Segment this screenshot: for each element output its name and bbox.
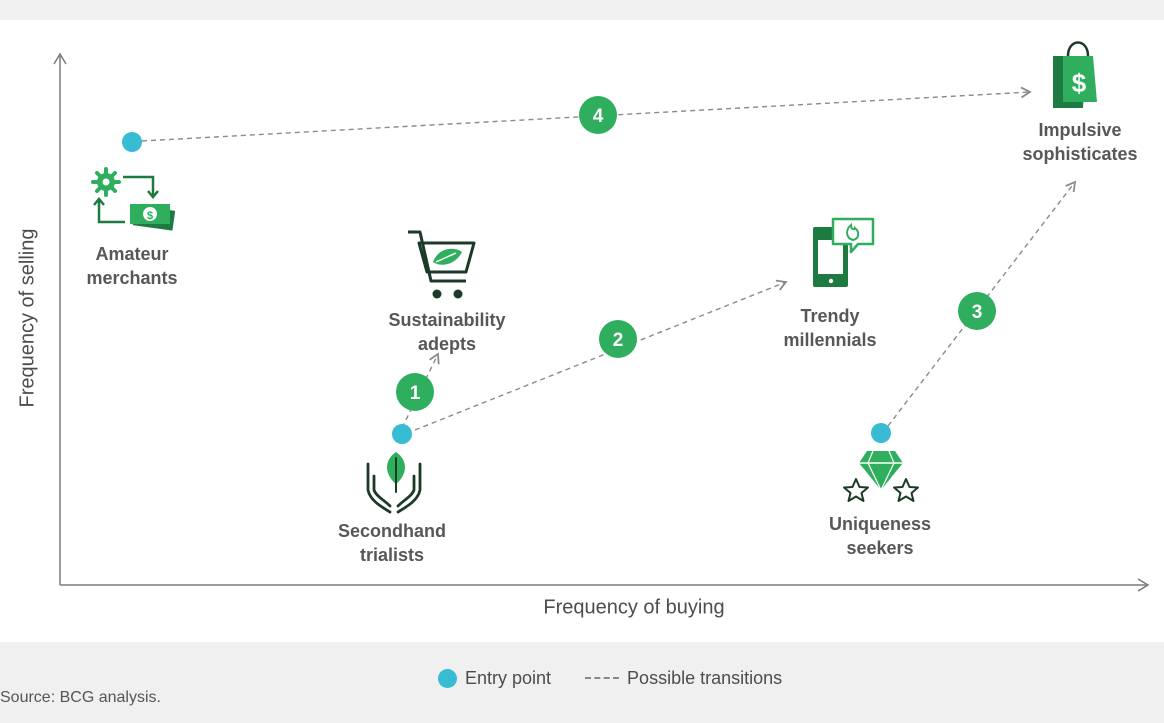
transition-badge-1: 1 [396, 373, 434, 411]
transition-number-4: 4 [593, 106, 604, 127]
transition-number-1: 1 [410, 383, 421, 404]
transition-number-3: 3 [972, 302, 983, 323]
transition-number-2: 2 [613, 330, 624, 351]
transition-line-1 [401, 352, 440, 429]
segment-label-uniqueness-seekers: Uniqueness seekers [828, 514, 932, 558]
x-axis-label: Frequency of buying [543, 596, 725, 619]
segment-label-amateur-merchants: Amateur merchants [86, 244, 178, 288]
hands-leaf-icon [366, 452, 422, 514]
source-note: Source: BCG analysis. [0, 689, 161, 706]
money-cycle-icon: $ [91, 167, 176, 231]
axes [53, 52, 1150, 592]
svg-text:$: $ [1072, 68, 1087, 98]
segment-label-sustainability-adepts: Sustainability adepts [388, 310, 506, 354]
segment-label-secondhand-trialists: Secondhand trialists [337, 521, 446, 565]
smartphone-flame-icon [813, 217, 875, 287]
x-axis-arrow [1137, 578, 1150, 592]
transition-badges: 1 2 3 4 [396, 96, 996, 411]
entry-point-secondhand-trialists [392, 424, 412, 444]
shopping-bag-dollar-icon: $ [1053, 41, 1097, 108]
legend-possible-transitions: Possible transitions [627, 667, 783, 688]
entry-points [122, 132, 891, 444]
y-axis-arrow [53, 52, 67, 65]
transition-lines [141, 86, 1077, 431]
entry-point-amateur-merchants [122, 132, 142, 152]
entry-point-uniqueness-seekers [871, 423, 891, 443]
legend-entry-point: Entry point [465, 667, 552, 688]
transition-badge-3: 3 [958, 292, 996, 330]
shopping-cart-leaf-icon [408, 230, 476, 299]
transition-badge-2: 2 [599, 320, 637, 358]
legend: Entry point Possible transitions [438, 666, 782, 690]
diamond-stars-icon [843, 450, 919, 502]
svg-text:$: $ [147, 210, 153, 222]
transition-line-2 [414, 279, 788, 431]
y-axis-label: Frequency of selling [16, 228, 39, 408]
transition-legend-dash [585, 677, 620, 679]
segment-label-impulsive-sophisticates: Impulsive sophisticates [1022, 120, 1138, 164]
transition-badge-4: 4 [579, 96, 617, 134]
entry-point-legend-dot [438, 668, 457, 688]
segment-label-trendy-millennials: Trendy millennials [783, 306, 877, 350]
